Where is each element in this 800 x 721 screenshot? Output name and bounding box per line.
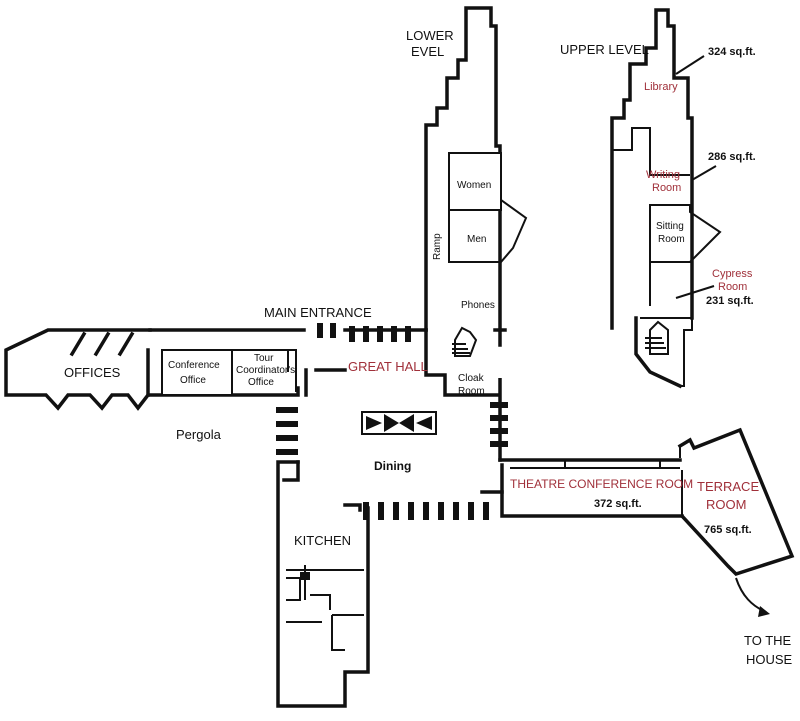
library-sqft-label: 324 sq.ft. [708,46,756,58]
cypress-sqft-label: 231 sq.ft. [706,295,754,307]
lower-level-label-2: EVEL [411,44,444,59]
cypress-room-label-2: Room [718,281,747,293]
lower-level-wing [424,6,528,357]
pergola-label: Pergola [176,427,222,442]
cypress-leader [675,285,715,299]
terrace-room-label: TERRACE [697,479,759,494]
library-leader [675,55,705,75]
tour-coordinator-office [232,349,297,396]
terrace-room-label-2: ROOM [706,497,746,512]
conference-office-label: Conference [168,360,220,371]
offices-label: OFFICES [64,365,121,380]
men-restroom [448,198,528,263]
cypress-room-label: Cypress [712,268,753,280]
dining-south-windows [363,502,489,520]
conference-office-label-2: Office [180,375,206,386]
women-label: Women [457,180,491,191]
cloak-room-label: Cloak [458,373,485,384]
offices-wing [4,328,300,411]
west-windows [276,407,298,455]
kitchen-fixture [300,572,310,580]
to-the-house-label-2: HOUSE [746,652,793,667]
great-hall-windows [349,326,411,342]
east-windows [490,402,508,447]
great-hall-area [148,323,508,520]
tour-office-label-2: Coordinator's [236,365,295,376]
ramp-label: Ramp [432,233,443,260]
kitchen-label: KITCHEN [294,533,351,548]
terrace-room [677,427,795,576]
lower-level-label: LOWER [406,28,454,43]
library-label: Library [644,81,678,93]
theatre-conference-label: THEATRE CONFERENCE ROOM [510,477,693,491]
phones-label: Phones [461,300,495,311]
upper-level-label: UPPER LEVEL [560,42,649,57]
writing-room-label: Writing [646,169,680,181]
to-the-house-arrow [735,577,767,613]
sitting-room [649,204,722,263]
writing-room-label-2: Room [652,182,681,194]
theatre-sqft-label: 372 sq.ft. [594,498,642,510]
terrace-sqft-label: 765 sq.ft. [704,524,752,536]
upper-stair-icon [649,320,669,355]
tour-office-label-3: Office [248,377,274,388]
cloak-room-label-2: Room [458,386,485,397]
sitting-room-label: Sitting [656,221,684,232]
conference-office [161,349,233,396]
great-hall-label: GREAT HALL [348,359,428,374]
to-the-house-label: TO THE [744,633,792,648]
writing-sqft-label: 286 sq.ft. [708,151,756,163]
theatre-conference-room [510,460,683,516]
sitting-room-label-2: Room [658,234,685,245]
theatre-terrace-wing [498,427,795,617]
men-label: Men [467,234,486,245]
dining-table-symbol [361,411,437,435]
main-entrance-door [317,323,336,338]
tour-office-label: Tour [254,353,274,364]
main-entrance-label: MAIN ENTRANCE [264,305,372,320]
upper-level-wing [610,8,722,389]
kitchen-wing [276,460,370,708]
writing-leader [691,165,717,181]
cloak-stair-icon [454,326,478,357]
dining-label: Dining [374,459,411,473]
